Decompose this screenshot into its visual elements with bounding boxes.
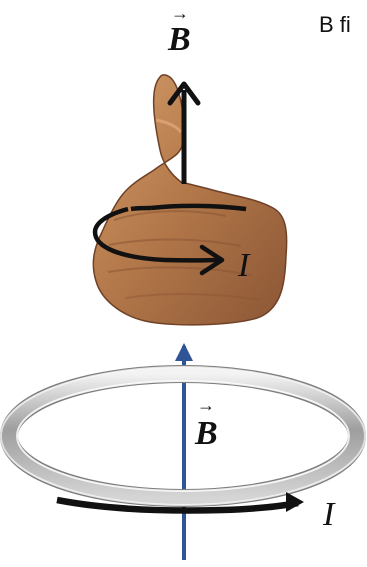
hand-current-label: I	[237, 247, 251, 284]
thumbs-up-hand-icon	[92, 74, 288, 326]
top-b-vector-mark: →	[171, 3, 189, 23]
current-loop	[0, 365, 366, 507]
finger-current-arrow	[92, 203, 247, 276]
top-b-letter: B	[167, 21, 191, 58]
clipped-caption: B fi	[319, 12, 351, 37]
thumb-field-arrow	[167, 81, 201, 184]
loop-current-label: I	[322, 496, 336, 533]
top-b-label: B →	[167, 3, 191, 58]
loop-b-letter: B	[194, 415, 218, 452]
loop-current-arrow	[56, 492, 304, 514]
loop-b-vector-mark: →	[197, 395, 215, 415]
loop-b-label: B →	[194, 395, 218, 452]
